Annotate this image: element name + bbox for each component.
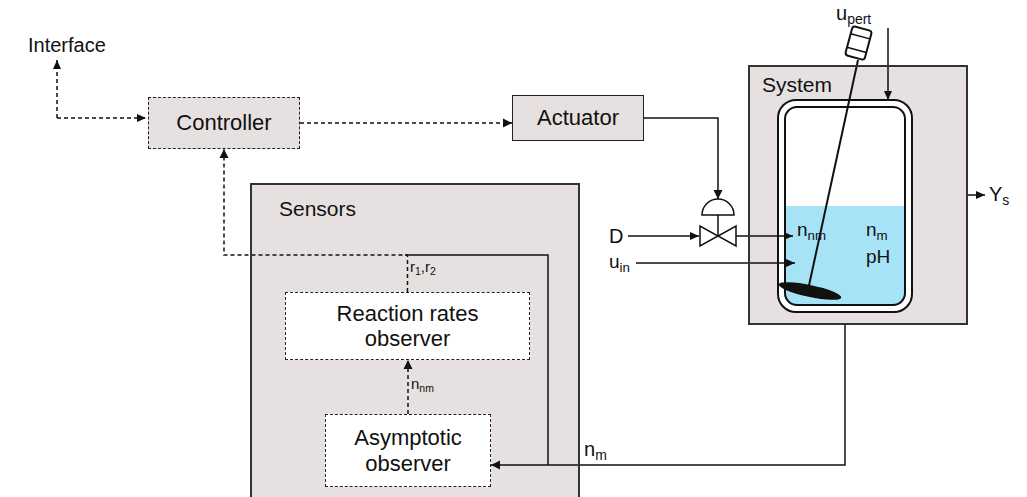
subscript: nm [808,228,826,243]
signal-name: nm [584,438,607,460]
arrowhead [503,119,512,128]
reactor-wall [785,107,905,305]
feed-arrow [736,235,793,237]
reactor-jacket [778,100,912,312]
interface-link [56,60,58,118]
subscript: in [620,260,630,275]
feed-arrow [628,235,699,237]
stirrer-motor [845,26,872,60]
panel-fill [748,65,968,325]
arrowhead [491,461,500,470]
actuator-box: Actuator [512,95,644,141]
connector [491,325,845,470]
arrowhead [220,149,229,158]
reactor-liquid [785,107,905,305]
perturbation-arrow [887,28,889,100]
valve-actuator [702,199,734,215]
signal-name: Ys [989,183,1009,205]
valve-body [700,226,736,246]
signal-name: nnm [797,220,826,241]
signal-name: pH [866,247,890,268]
signal-name: D [609,225,623,247]
interface-label: Interface [28,34,106,56]
box-label: Actuator [537,105,619,130]
signal-name: r1,r2 [410,259,436,276]
panel-title: System [762,73,832,97]
connector-line [644,118,718,199]
box-label: Controller [176,110,271,135]
input-arrow [636,262,795,264]
signal-name: nnm [411,376,434,393]
connector-line [300,122,512,124]
subscript: 1 [415,265,421,277]
panel-title: Sensors [279,197,356,221]
subscript: nm [419,382,434,394]
valve-stem [717,215,719,236]
observer-box: Asymptotic observer [325,414,491,487]
connector [220,149,408,292]
arrowhead [714,190,723,199]
box-label: Reaction rates observer [320,301,495,352]
impeller [777,278,842,303]
connector-line [491,325,845,465]
signal-name: nm [866,220,888,241]
controller-box: Controller [148,97,300,149]
system-panel: System [748,65,968,325]
connector [300,119,512,128]
box-label: Asymptotic observer [338,425,478,476]
subscript: m [595,447,607,463]
panel-fill [250,183,580,497]
interface-link [57,117,146,119]
subscript: s [1002,192,1009,208]
arrowhead [404,360,413,369]
signal-name: uin [609,252,630,273]
output-arrow [968,194,985,196]
subscript: m [877,228,888,243]
sensors-panel: SensorsReaction rates observerAsymptotic… [250,183,580,497]
signal-name: upert [836,2,871,24]
observer-box: Reaction rates observer [285,292,530,360]
subscript: 2 [430,265,436,277]
subscript: pert [847,11,871,27]
connector [644,118,723,199]
